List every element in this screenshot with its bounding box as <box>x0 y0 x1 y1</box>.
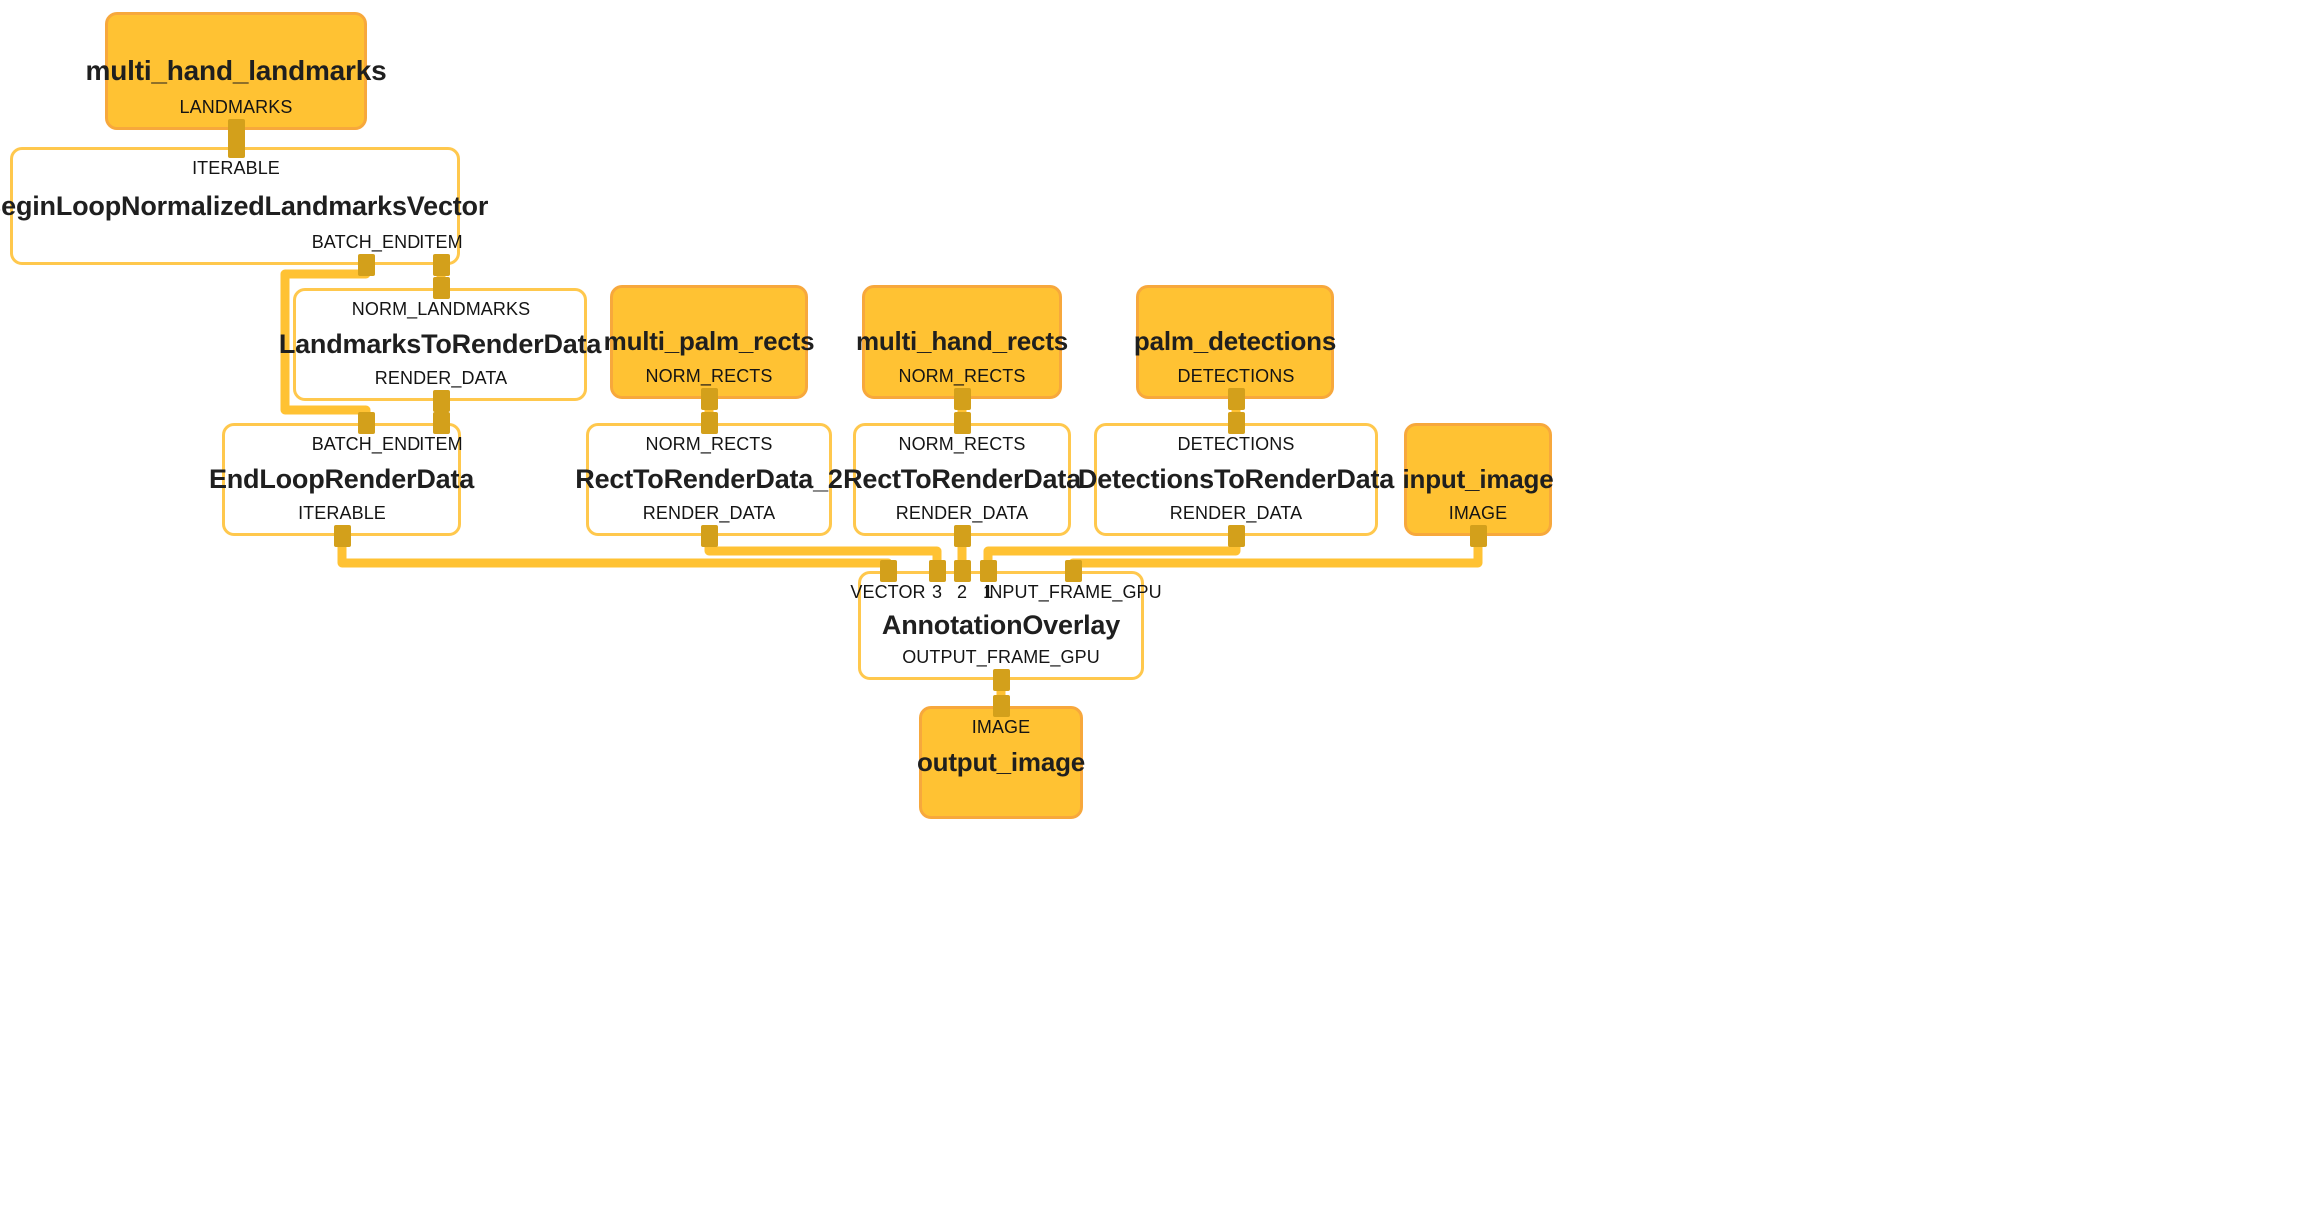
port-AnnotationOverlay-3[interactable] <box>929 560 946 582</box>
port-label-DetectionsToRenderData-RENDER_DATA: RENDER_DATA <box>1169 503 1303 523</box>
port-LandmarksToRenderData-RENDER_DATA[interactable] <box>433 390 450 412</box>
port-label-output_image-IMAGE: IMAGE <box>971 717 1031 737</box>
node-AnnotationOverlay[interactable]: AnnotationOverlay <box>858 571 1144 680</box>
node-title: RectToRenderData <box>843 464 1081 495</box>
port-BeginLoopNormalizedLandmarksVector-ITEM[interactable] <box>433 254 450 276</box>
node-multi_hand_landmarks[interactable]: multi_hand_landmarks <box>86 12 387 130</box>
port-AnnotationOverlay-INPUT_FRAME_GPU[interactable] <box>1065 560 1082 582</box>
port-AnnotationOverlay-VECTOR[interactable] <box>880 560 897 582</box>
port-label-AnnotationOverlay-1: 1 <box>982 582 994 602</box>
port-label-AnnotationOverlay-OUTPUT_FRAME_GPU: OUTPUT_FRAME_GPU <box>902 647 1100 667</box>
port-palm_detections-DETECTIONS[interactable] <box>1228 388 1245 410</box>
port-multi_hand_rects-NORM_RECTS[interactable] <box>954 388 971 410</box>
port-output_image-IMAGE[interactable] <box>993 695 1010 717</box>
port-EndLoopRenderData-BATCH_END[interactable] <box>358 412 375 434</box>
node-output_image[interactable]: output_image <box>916 706 1086 819</box>
node-multi_hand_rects[interactable]: multi_hand_rects <box>856 285 1068 399</box>
port-label-RectToRenderData-NORM_RECTS: NORM_RECTS <box>898 434 1026 454</box>
port-BeginLoopNormalizedLandmarksVector-ITERABLE[interactable] <box>228 136 245 158</box>
port-label-EndLoopRenderData-BATCH_END: BATCH_END <box>311 434 421 454</box>
port-label-RectToRenderData_2-NORM_RECTS: NORM_RECTS <box>645 434 773 454</box>
edge <box>1068 536 1483 571</box>
port-BeginLoopNormalizedLandmarksVector-BATCH_END[interactable] <box>358 254 375 276</box>
port-LandmarksToRenderData-NORM_LANDMARKS[interactable] <box>433 277 450 299</box>
port-AnnotationOverlay-2[interactable] <box>954 560 971 582</box>
port-RectToRenderData_2-RENDER_DATA[interactable] <box>701 525 718 547</box>
port-label-BeginLoopNormalizedLandmarksVector-ITERABLE: ITERABLE <box>192 158 280 178</box>
node-title: palm_detections <box>1133 326 1337 357</box>
node-input_image[interactable]: input_image <box>1402 423 1554 536</box>
port-RectToRenderData_2-NORM_RECTS[interactable] <box>701 412 718 434</box>
node-title: output_image <box>916 746 1086 777</box>
port-input_image-IMAGE[interactable] <box>1470 525 1487 547</box>
node-title: AnnotationOverlay <box>881 610 1121 641</box>
port-label-LandmarksToRenderData-RENDER_DATA: RENDER_DATA <box>374 368 508 388</box>
node-title: input_image <box>1402 463 1554 494</box>
port-label-palm_detections-DETECTIONS: DETECTIONS <box>1177 366 1295 386</box>
port-multi_palm_rects-NORM_RECTS[interactable] <box>701 388 718 410</box>
node-title: DetectionsToRenderData <box>1077 464 1395 495</box>
port-AnnotationOverlay-1[interactable] <box>980 560 997 582</box>
port-label-input_image-IMAGE: IMAGE <box>1448 503 1508 523</box>
edge <box>704 536 942 571</box>
node-title: multi_palm_rects <box>603 326 815 357</box>
port-label-AnnotationOverlay-INPUT_FRAME_GPU: INPUT_FRAME_GPU <box>984 582 1162 602</box>
port-AnnotationOverlay-OUTPUT_FRAME_GPU[interactable] <box>993 669 1010 691</box>
port-label-RectToRenderData_2-RENDER_DATA: RENDER_DATA <box>642 503 776 523</box>
edge <box>983 536 1241 571</box>
node-palm_detections[interactable]: palm_detections <box>1133 285 1337 399</box>
port-label-AnnotationOverlay-VECTOR: VECTOR <box>850 582 926 602</box>
port-label-BeginLoopNormalizedLandmarksVector-BATCH_END: BATCH_END <box>311 232 421 252</box>
node-EndLoopRenderData[interactable]: EndLoopRenderData <box>209 423 474 536</box>
port-RectToRenderData-NORM_RECTS[interactable] <box>954 412 971 434</box>
port-EndLoopRenderData-ITERABLE[interactable] <box>334 525 351 547</box>
node-title: multi_hand_rects <box>855 326 1069 357</box>
port-label-multi_hand_landmarks-LANDMARKS: LANDMARKS <box>179 97 293 117</box>
node-BeginLoopNormalizedLandmarksVector[interactable]: BeginLoopNormalizedLandmarksVector <box>0 147 488 265</box>
node-title: EndLoopRenderData <box>208 464 475 495</box>
port-label-AnnotationOverlay-3: 3 <box>931 582 943 602</box>
port-label-EndLoopRenderData-ITERABLE: ITERABLE <box>298 503 386 523</box>
port-label-BeginLoopNormalizedLandmarksVector-ITEM: ITEM <box>419 232 463 252</box>
port-label-RectToRenderData-RENDER_DATA: RENDER_DATA <box>895 503 1029 523</box>
port-label-EndLoopRenderData-ITEM: ITEM <box>419 434 463 454</box>
edge <box>337 536 893 571</box>
node-title: multi_hand_landmarks <box>85 55 387 87</box>
port-RectToRenderData-RENDER_DATA[interactable] <box>954 525 971 547</box>
port-multi_hand_landmarks-LANDMARKS[interactable] <box>228 119 245 141</box>
port-label-multi_palm_rects-NORM_RECTS: NORM_RECTS <box>645 366 773 386</box>
node-title: RectToRenderData_2 <box>575 464 843 495</box>
port-DetectionsToRenderData-RENDER_DATA[interactable] <box>1228 525 1245 547</box>
port-label-DetectionsToRenderData-DETECTIONS: DETECTIONS <box>1177 434 1295 454</box>
node-title: BeginLoopNormalizedLandmarksVector <box>0 190 489 221</box>
port-label-AnnotationOverlay-2: 2 <box>956 582 968 602</box>
port-DetectionsToRenderData-DETECTIONS[interactable] <box>1228 412 1245 434</box>
node-RectToRenderData[interactable]: RectToRenderData <box>843 423 1081 536</box>
node-DetectionsToRenderData[interactable]: DetectionsToRenderData <box>1078 423 1394 536</box>
port-label-multi_hand_rects-NORM_RECTS: NORM_RECTS <box>898 366 1026 386</box>
node-LandmarksToRenderData[interactable]: LandmarksToRenderData <box>279 288 601 401</box>
port-label-LandmarksToRenderData-NORM_LANDMARKS: NORM_LANDMARKS <box>351 299 531 319</box>
node-title: LandmarksToRenderData <box>278 329 602 360</box>
port-EndLoopRenderData-ITEM[interactable] <box>433 412 450 434</box>
